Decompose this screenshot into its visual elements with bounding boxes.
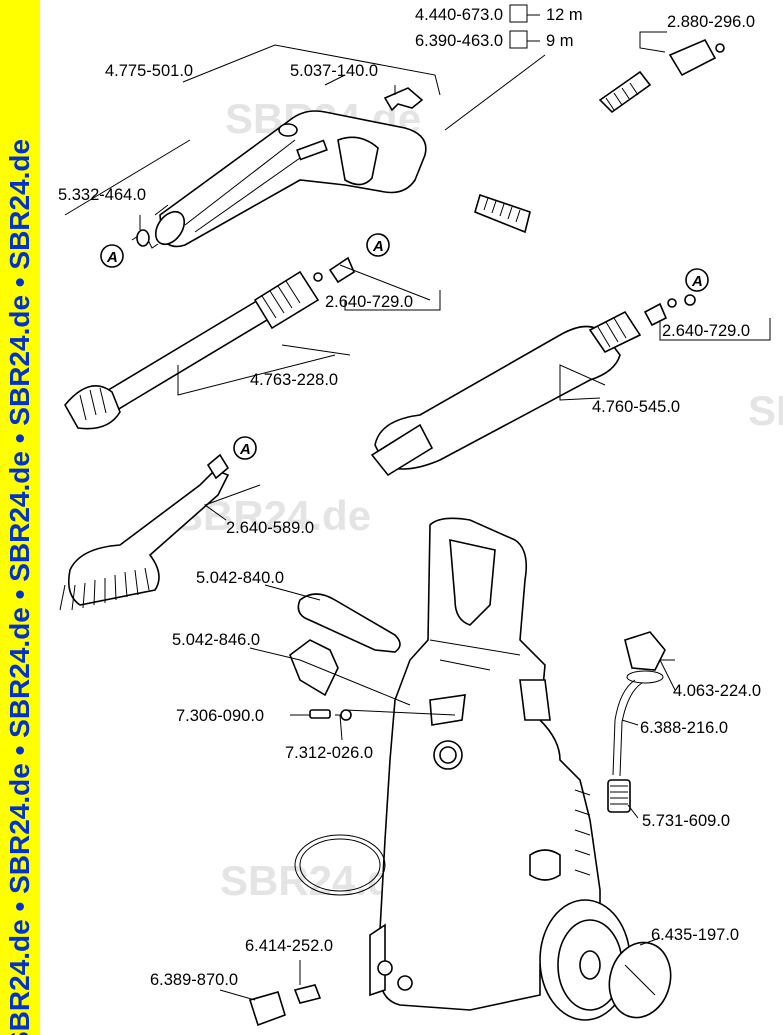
callout-a-1: A bbox=[100, 244, 124, 268]
high-pressure-hose bbox=[474, 38, 725, 235]
svg-text:A: A bbox=[372, 238, 384, 255]
label-vario-lance: 4.760-545.0 bbox=[592, 398, 680, 416]
svg-text:A: A bbox=[691, 273, 703, 290]
callout-a-4: A bbox=[233, 436, 257, 460]
pressure-washer-body bbox=[294, 517, 601, 1011]
trigger-gun bbox=[154, 110, 427, 248]
watermark-sidebar: SBR24.de • SBR24.de • SBR24.de • SBR24.d… bbox=[0, 0, 40, 1035]
label-trigger-gun: 4.775-501.0 bbox=[105, 62, 193, 80]
callout-a-3: A bbox=[685, 268, 709, 292]
label-inlet-filter: 6.414-252.0 bbox=[245, 937, 333, 955]
label-hose-9m-part: 6.390-463.0 bbox=[415, 32, 503, 50]
label-suction-hose: 6.388-216.0 bbox=[640, 719, 728, 737]
lance-holder bbox=[289, 639, 339, 697]
wash-brush bbox=[59, 453, 230, 611]
wheel-cap bbox=[608, 941, 672, 1019]
label-hose-12m-length: 12 m bbox=[546, 6, 583, 24]
label-suction-filter: 5.731-609.0 bbox=[642, 812, 730, 830]
trigger-lock bbox=[383, 87, 424, 112]
svg-text:A: A bbox=[239, 441, 251, 458]
suction-parts bbox=[607, 631, 666, 813]
watermark-4: SBR24.de bbox=[748, 387, 783, 434]
label-lance-holder: 5.042-846.0 bbox=[172, 631, 260, 649]
label-trigger-lock: 5.037-140.0 bbox=[290, 62, 378, 80]
label-screw: 7.306-090.0 bbox=[176, 707, 264, 725]
screw-washer bbox=[309, 709, 352, 721]
label-dirtblaster-lance: 4.763-228.0 bbox=[250, 371, 338, 389]
label-hose-9m-length: 9 m bbox=[546, 32, 574, 50]
dirtblaster-lance bbox=[64, 256, 356, 430]
inlet-parts bbox=[248, 984, 322, 1027]
label-gun-holder: 5.042-840.0 bbox=[196, 569, 284, 587]
label-washer: 7.312-026.0 bbox=[285, 744, 373, 762]
vario-lance bbox=[370, 294, 696, 477]
label-suction-coupling: 4.063-224.0 bbox=[673, 682, 761, 700]
gun-spring bbox=[131, 229, 159, 249]
gun-holder bbox=[297, 593, 401, 653]
callout-a-2: A bbox=[366, 233, 390, 257]
label-vario-oring: 2.640-729.0 bbox=[662, 322, 750, 340]
label-hose-nipple: 2.880-296.0 bbox=[667, 13, 755, 31]
leader-lines bbox=[64, 4, 771, 1001]
svg-text:A: A bbox=[106, 249, 118, 266]
wheel bbox=[539, 899, 631, 1021]
label-gun-spring: 5.332-464.0 bbox=[58, 186, 146, 204]
label-brush-oring: 2.640-589.0 bbox=[226, 519, 314, 537]
label-wheel-cap: 6.435-197.0 bbox=[651, 926, 739, 944]
label-lance-oring: 2.640-729.0 bbox=[325, 293, 413, 311]
label-garden-hose-coupling: 6.389-870.0 bbox=[150, 971, 238, 989]
label-hose-12m-part: 4.440-673.0 bbox=[415, 6, 503, 24]
